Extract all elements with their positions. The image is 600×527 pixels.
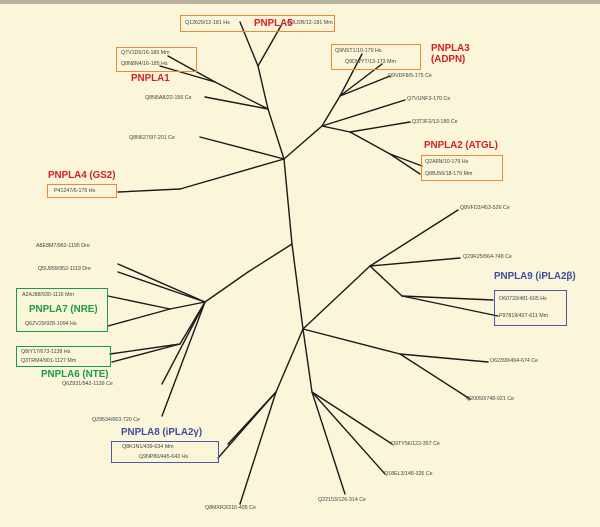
leaf-label: Q8K1N1/439-634 Mm xyxy=(122,444,174,450)
family-label-pnpla4: PNPLA4 (GS2) xyxy=(48,170,116,181)
family-label-pnpla8: PNPLA8 (iPLA2γ) xyxy=(121,427,203,438)
family-label-pnpla1: PNPLA1 xyxy=(131,73,170,84)
leaf-label: Q29R25/564-748 Ce xyxy=(463,254,512,260)
pnpla6-box xyxy=(16,346,111,367)
family-label-pnpla3-alias: (ADPN) xyxy=(431,53,466,65)
leaf-label: Q8IY17/673-1138 Hs xyxy=(21,349,71,355)
leaf-label: Q12629/12-181 Hs xyxy=(185,20,230,26)
leaf-label: Q8N627/97-201 Ce xyxy=(129,135,175,141)
leaf-label: Q8VFD3/453-526 Ce xyxy=(460,205,510,211)
leaf-label: A2AJ88/930-1116 Mm xyxy=(22,292,74,298)
leaf-label: Q3TRM4/901-1127 Mm xyxy=(21,358,77,364)
leaf-label: P97819/427-611 Mm xyxy=(499,313,549,319)
leaf-label: Q9NST1/10-179 Hs xyxy=(335,48,382,54)
leaf-label: O62399/494-674 Ce xyxy=(490,358,539,364)
tree-branches xyxy=(107,21,499,505)
leaf-label: Q18EL3/148-326 Ce xyxy=(384,471,433,477)
family-label-pnpla7: PNPLA7 (NRE) xyxy=(29,304,98,315)
family-label-pnpla9: PNPLA9 (iPLA2β) xyxy=(494,271,576,282)
leaf-label: Q2A6N/10-179 Hs xyxy=(425,159,469,165)
family-label-pnpla3: PNPLA3 (ADPN) xyxy=(431,43,470,66)
family-label-pnpla6: PNPLA6 (NTE) xyxy=(41,369,109,380)
leaf-label: Q6ZV29/928-1094 Hs xyxy=(25,321,77,327)
leaf-label: Q3U2B/12-181 Mm xyxy=(287,20,333,26)
pnpla5-box xyxy=(180,15,335,32)
leaf-label: Q9NP80/445-643 Hs xyxy=(139,454,189,460)
leaf-label: Q9DWYT/13-173 Mm xyxy=(345,59,396,65)
pnpla3-box xyxy=(331,44,421,70)
leaf-label: P41247/6-176 Hs xyxy=(54,188,96,194)
leaf-label: Q6Z931/942-1139 Ce xyxy=(62,381,113,387)
leaf-label: Q22153/126-314 Ce xyxy=(318,497,367,503)
leaf-label: Q8N8N4/16-185 Hs xyxy=(121,61,168,67)
leaf-label: Q8MXR3/216-405 Ce xyxy=(205,505,256,511)
leaf-label: O60733/481-605 Hs xyxy=(499,296,547,302)
family-label-pnpla3-name: PNPLA3 xyxy=(431,43,470,54)
leaf-label: Q5U959/952-1119 Dre xyxy=(38,266,91,272)
leaf-label: Q8BJ56/18-179 Mm xyxy=(425,171,473,177)
pnpla2-box xyxy=(421,155,503,181)
leaf-label: A8E8M7/962-1195 Dre xyxy=(36,243,90,249)
pnpla4-box xyxy=(47,184,117,198)
leaf-label: Q8N5A8/22-156 Ce xyxy=(145,95,192,101)
pnpla1-box xyxy=(116,47,197,72)
leaf-label: Q9VDF8/5-175 Ce xyxy=(388,73,432,79)
leaf-label: Q3T3F2/13-180 Ce xyxy=(412,119,458,125)
family-label-pnpla5: PNPLA5 xyxy=(254,18,293,29)
pnpla9-box xyxy=(494,290,567,326)
family-label-pnpla2: PNPLA2 (ATGL) xyxy=(424,140,498,151)
pnpla7-box xyxy=(16,288,108,332)
leaf-label: Q29534/663-720 Ce xyxy=(92,417,141,423)
leaf-label: Q20050/748-921 Ce xyxy=(466,396,515,402)
pnpla8-box xyxy=(111,441,219,463)
leaf-label: Q7VUNF3-170 Ce xyxy=(407,96,451,102)
leaf-label: Q7V1D5/16-185 Mm xyxy=(121,50,170,56)
leaf-label: Q9TY56/122-357 Ce xyxy=(391,441,440,447)
